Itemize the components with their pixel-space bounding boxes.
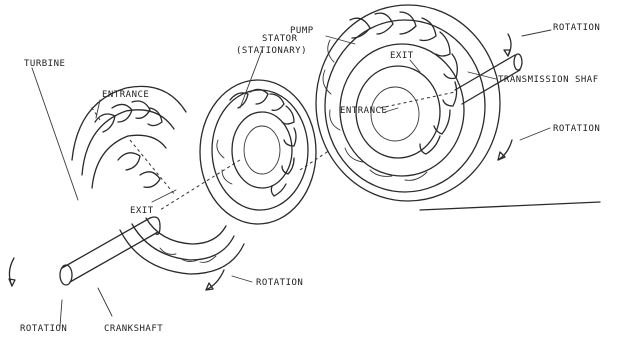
label-stator-stationary: (STATIONARY) <box>236 46 307 56</box>
label-rotation-left: ROTATION <box>20 324 67 334</box>
turbine-assembly <box>60 86 244 285</box>
label-pump: PUMP <box>290 26 314 36</box>
rotation-arrows <box>9 34 512 290</box>
pump-assembly <box>316 5 522 201</box>
label-transmission-shaft: TRANSMISSION SHAF <box>498 75 599 85</box>
diagram-labels: TURBINE ENTRANCE STATOR (STATIONARY) PUM… <box>20 23 600 334</box>
label-rotation-right: ROTATION <box>553 124 600 134</box>
label-entrance-pump: ENTRANCE <box>340 106 387 116</box>
label-turbine: TURBINE <box>24 59 65 69</box>
label-crankshaft: CRANKSHAFT <box>104 324 163 334</box>
label-rotation-bottom: ROTATION <box>256 278 303 288</box>
rotation-arrow-bottom <box>206 270 224 290</box>
label-exit-pump: EXIT <box>390 51 414 61</box>
label-entrance-turbine: ENTRANCE <box>102 90 149 100</box>
label-exit-turbine: EXIT <box>130 206 154 216</box>
stator-assembly <box>160 80 330 224</box>
label-rotation-pump: ROTATION <box>553 23 600 33</box>
